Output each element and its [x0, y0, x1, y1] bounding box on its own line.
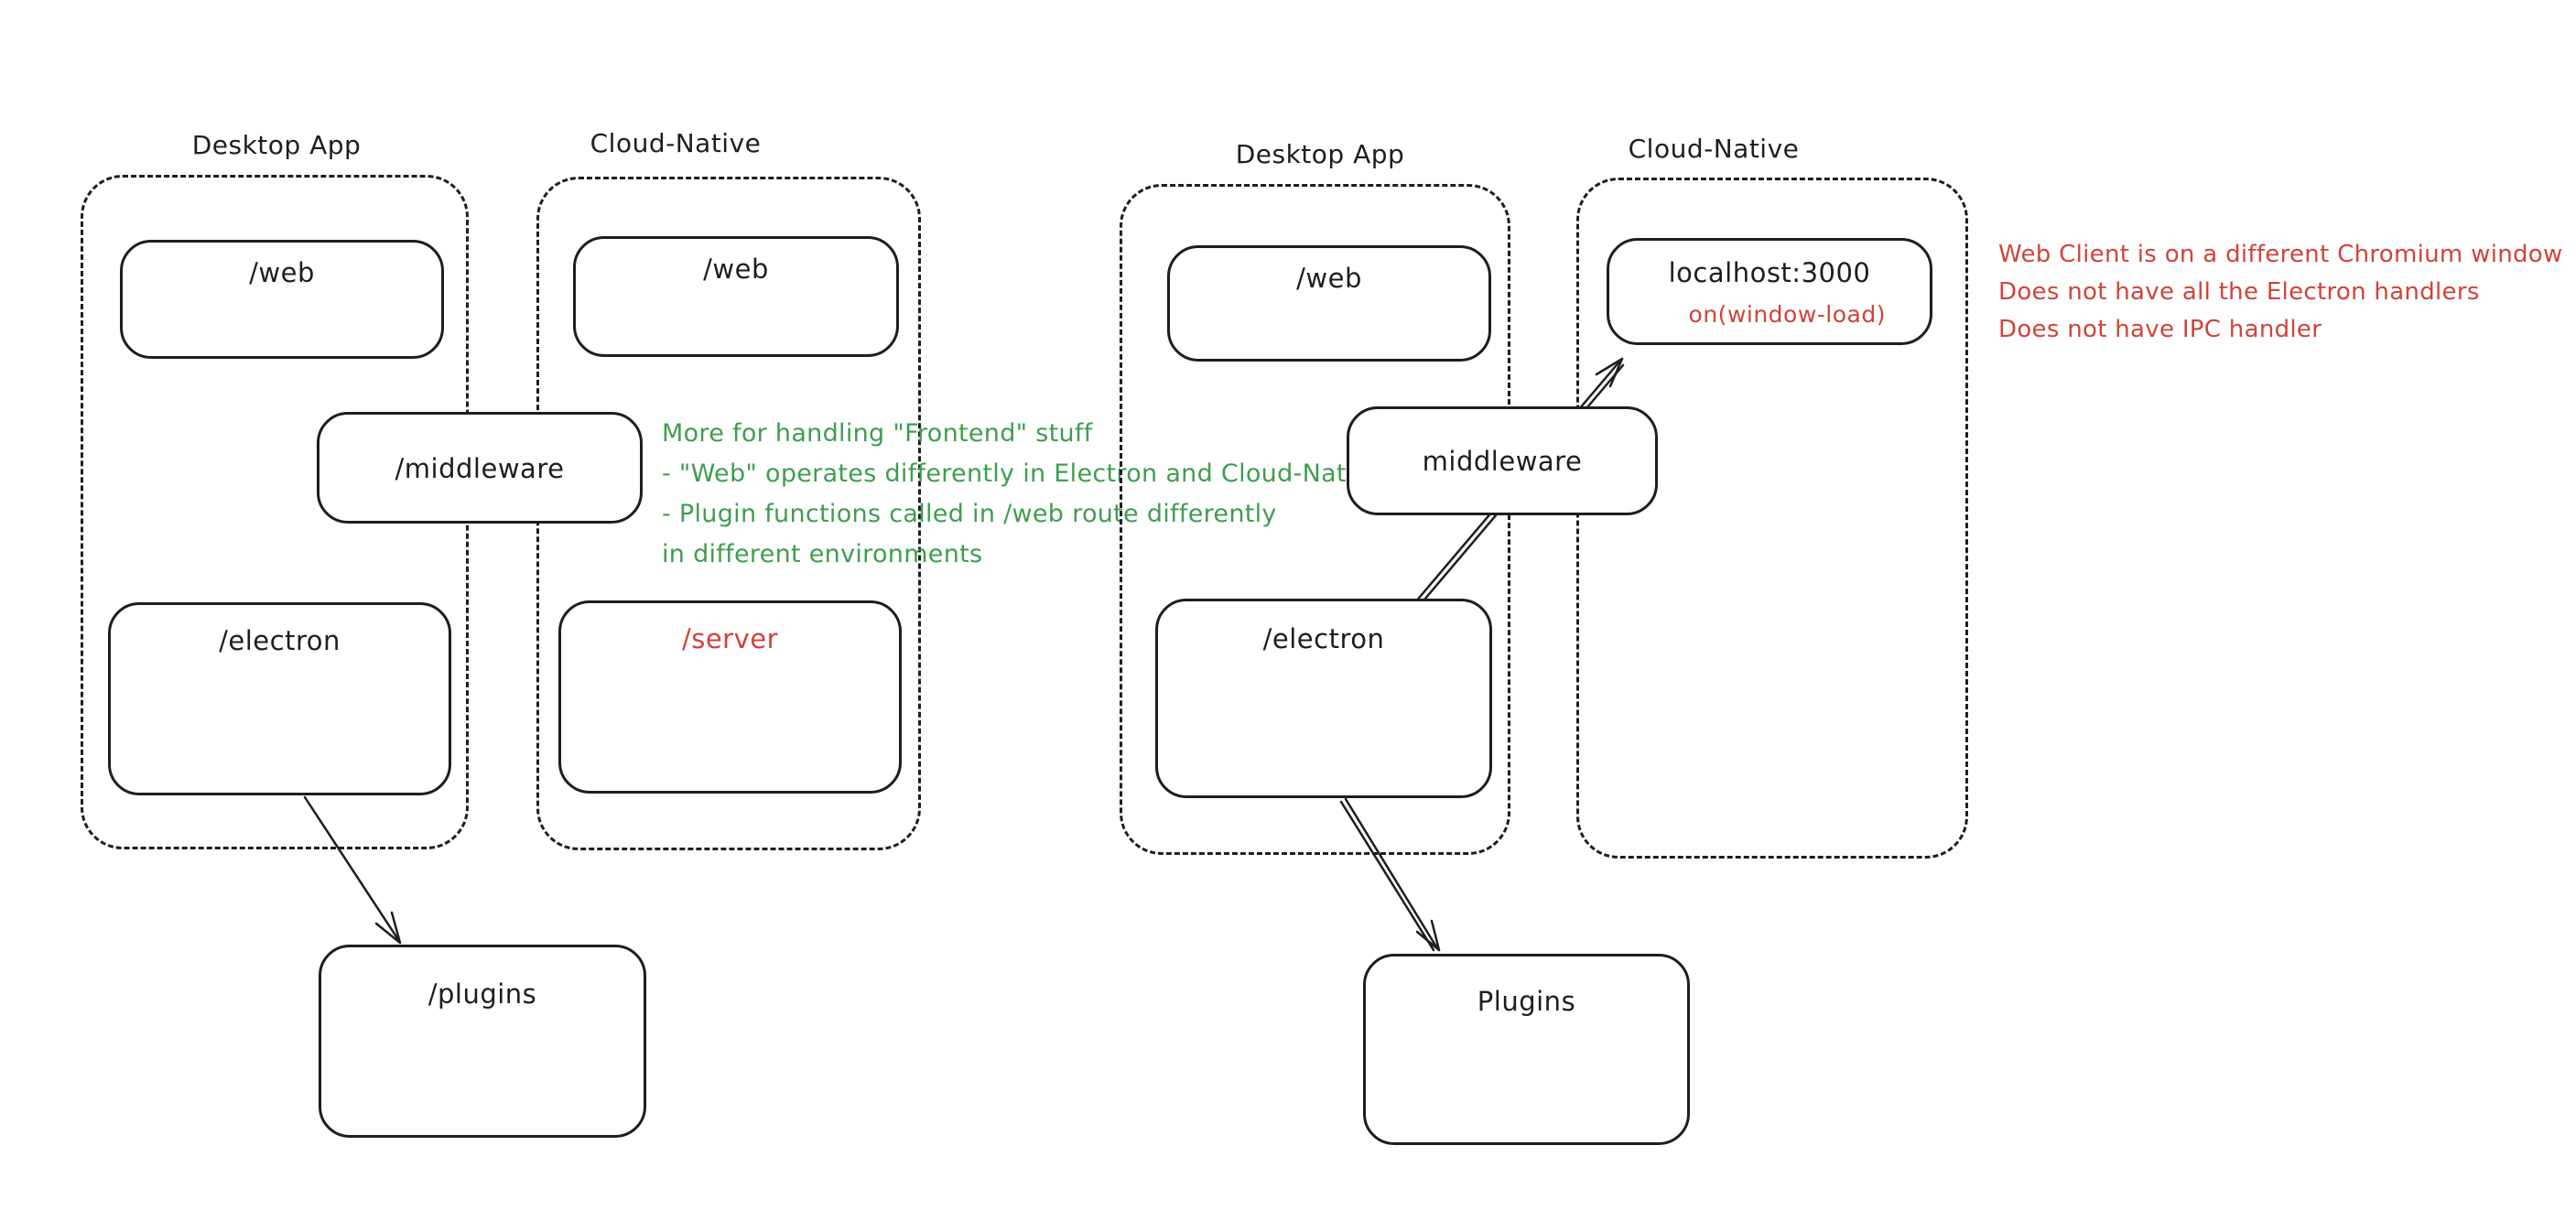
- right-cloud-native-title: Cloud-Native: [1628, 134, 1800, 164]
- box-localhost-window-load-label: on(window-load): [1688, 301, 1886, 328]
- box-middleware-left: /middleware: [317, 412, 643, 524]
- green-note-line-4: in different environments: [662, 540, 983, 568]
- box-electron-left-label: /electron: [219, 625, 341, 656]
- box-plugins-left: /plugins: [319, 945, 646, 1138]
- red-note-line-3: Does not have IPC handler: [1998, 316, 2322, 343]
- left-desktop-app-title: Desktop App: [191, 130, 362, 160]
- box-electron-right: /electron: [1155, 599, 1492, 798]
- red-note: Web Client is on a different Chromium wi…: [1998, 236, 2563, 349]
- right-cloud-native-container: [1576, 178, 1968, 859]
- green-note-line-2: - "Web" operates differently in Electron…: [662, 459, 1384, 488]
- box-plugins-right-label: Plugins: [1477, 986, 1576, 1017]
- red-note-line-2: Does not have all the Electron handlers: [1998, 278, 2480, 306]
- box-web-right: /web: [1167, 245, 1491, 362]
- box-localhost: localhost:3000 on(window-load): [1607, 238, 1932, 345]
- box-localhost-label: localhost:3000: [1668, 257, 1871, 288]
- box-middleware-left-label: /middleware: [395, 453, 565, 484]
- green-note-line-3: - Plugin functions called in /web route …: [662, 500, 1277, 528]
- box-web-left-cloud: /web: [573, 236, 899, 357]
- box-plugins-left-label: /plugins: [428, 978, 537, 1010]
- box-plugins-right: Plugins: [1363, 954, 1690, 1145]
- left-cloud-native-title: Cloud-Native: [590, 128, 762, 158]
- box-web-left-cloud-label: /web: [703, 254, 769, 285]
- box-web-left-desktop-label: /web: [249, 257, 315, 288]
- red-note-line-1: Web Client is on a different Chromium wi…: [1998, 241, 2563, 268]
- box-web-right-label: /web: [1296, 263, 1362, 294]
- box-web-left-desktop: /web: [120, 240, 444, 359]
- right-desktop-app-container: [1120, 184, 1510, 855]
- box-server-left-label: /server: [681, 623, 779, 654]
- box-electron-right-label: /electron: [1262, 623, 1385, 654]
- green-note: More for handling "Frontend" stuff - "We…: [662, 414, 1384, 575]
- box-middleware-right: middleware: [1347, 406, 1658, 515]
- box-electron-left: /electron: [108, 602, 451, 795]
- green-note-line-1: More for handling "Frontend" stuff: [662, 419, 1093, 448]
- right-desktop-app-title: Desktop App: [1235, 139, 1405, 169]
- box-server-left: /server: [558, 600, 902, 794]
- box-middleware-right-label: middleware: [1422, 446, 1583, 477]
